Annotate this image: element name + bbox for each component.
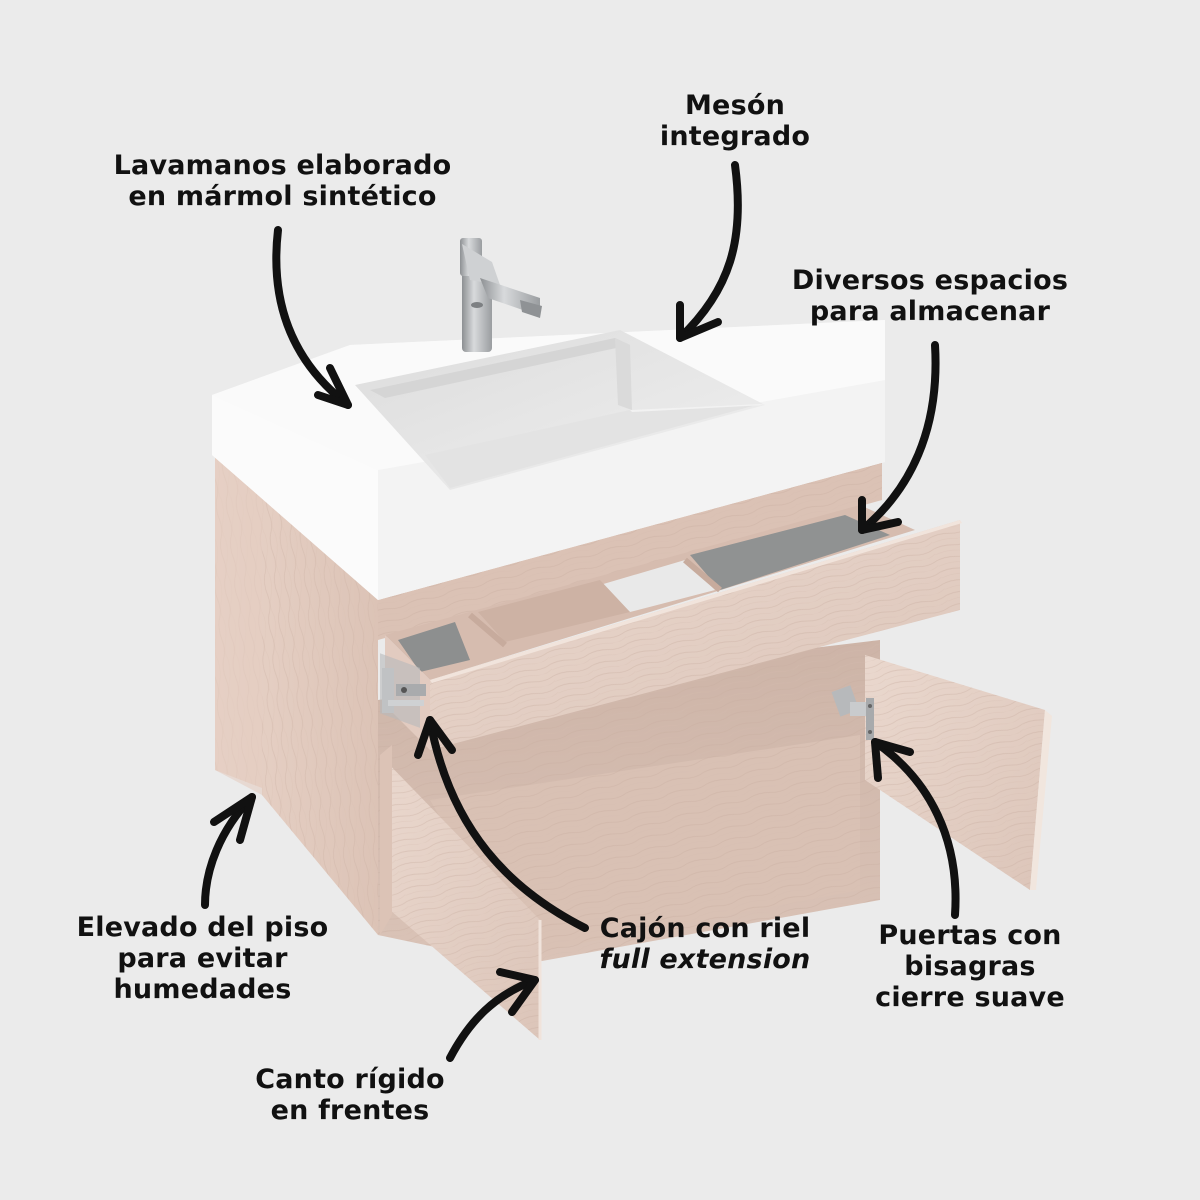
callout-line: Elevado del piso (76, 912, 329, 943)
drawer-interior (385, 505, 915, 680)
callout-line: cierre suave (875, 982, 1065, 1013)
arrow-puertas-icon (871, 738, 960, 919)
callout-line: Lavamanos elaborado (113, 150, 452, 181)
arrow-elevado-icon (201, 793, 256, 909)
arrow-meson-icon (676, 161, 742, 342)
callout-line: en mármol sintético (128, 181, 437, 212)
upper-rail (378, 462, 882, 640)
right-door-open (831, 655, 1052, 890)
callout-line-italic: full extension (599, 944, 811, 975)
callout-line: para evitar (117, 943, 288, 974)
callout-line: para almacenar (809, 296, 1051, 327)
arrow-canto-icon (446, 968, 539, 1062)
callout-line: Diversos espacios (791, 265, 1069, 296)
callout-line: bisagras (904, 951, 1036, 982)
drawer-front-panel (430, 520, 962, 750)
callout-line: Canto rígido (255, 1064, 445, 1095)
cabinet-left-side-panel (215, 455, 378, 935)
faucet-icon (460, 238, 542, 352)
callout-line: humedades (113, 974, 292, 1005)
soft-close-hinge-icon (831, 685, 874, 740)
callout-line: Mesón (684, 90, 786, 121)
callout-cajon: Cajón con riel full extension (585, 913, 825, 975)
callout-puertas: Puertas con bisagras cierre suave (850, 920, 1090, 1013)
callout-lavamanos: Lavamanos elaborado en mármol sintético (105, 150, 460, 212)
arrow-cajon-icon (414, 716, 589, 932)
callout-line: Puertas con (878, 920, 1062, 951)
sink-basin (355, 330, 765, 490)
callout-line: integrado (659, 121, 811, 152)
callout-meson: Mesón integrado (635, 90, 835, 152)
callout-canto: Canto rígido en frentes (245, 1064, 455, 1126)
callout-almacenar: Diversos espacios para almacenar (785, 265, 1075, 327)
callout-line: Cajón con riel (599, 913, 811, 944)
callout-elevado: Elevado del piso para evitar humedades (65, 912, 340, 1005)
full-extension-rail-icon (382, 668, 426, 713)
callout-line: en frentes (270, 1095, 430, 1126)
arrow-lavamanos-icon (272, 226, 352, 409)
drawer-side-with-rail (380, 635, 430, 750)
arrow-almacenar-icon (858, 341, 940, 534)
